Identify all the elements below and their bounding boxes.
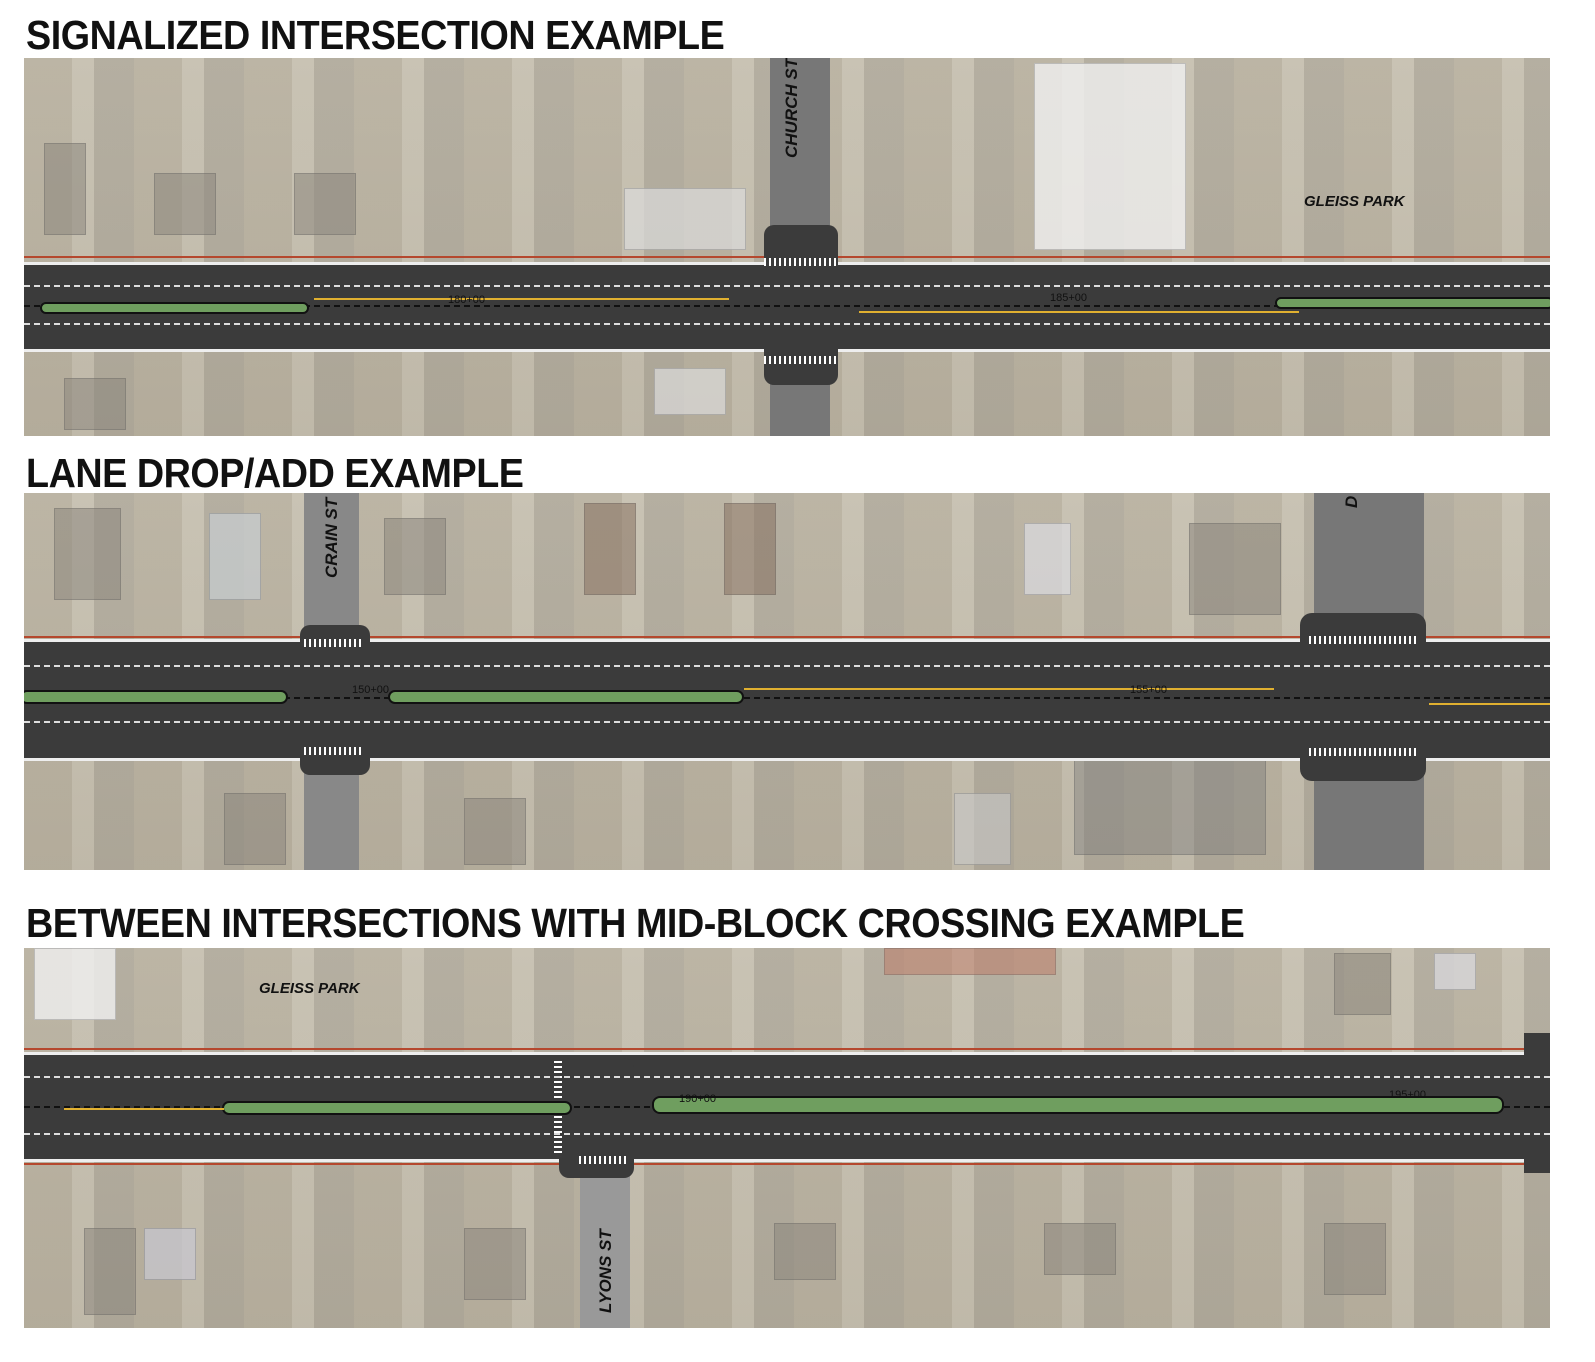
street-label-church: CHURCH ST: [782, 58, 801, 158]
section-title-mid-block: BETWEEN INTERSECTIONS WITH MID-BLOCK CRO…: [26, 900, 1245, 946]
mid-block-crossing-plan: 190+00 195+00 GLEISS PARK LYONS ST: [24, 948, 1550, 1328]
station-label: 155+00: [1130, 684, 1168, 696]
street-label-d: D: [1342, 495, 1361, 508]
street-label-lyons: LYONS ST: [596, 1229, 615, 1313]
station-label: 180+00: [448, 294, 486, 306]
section-title-signalized: SIGNALIZED INTERSECTION EXAMPLE: [26, 12, 725, 58]
station-label: 150+00: [352, 684, 390, 696]
station-label: 190+00: [679, 1093, 717, 1105]
park-label: GLEISS PARK: [1304, 193, 1405, 210]
signalized-intersection-plan: 180+00 185+00 CHURCH ST GLEISS PARK: [24, 58, 1550, 436]
park-label: GLEISS PARK: [259, 980, 360, 997]
street-label-crain: CRAIN ST: [322, 497, 341, 578]
lane-drop-add-plan: 150+00 155+00 CRAIN ST D: [24, 493, 1550, 870]
station-label: 195+00: [1389, 1089, 1427, 1101]
station-label: 185+00: [1050, 292, 1088, 304]
section-title-lane-drop: LANE DROP/ADD EXAMPLE: [26, 450, 524, 496]
